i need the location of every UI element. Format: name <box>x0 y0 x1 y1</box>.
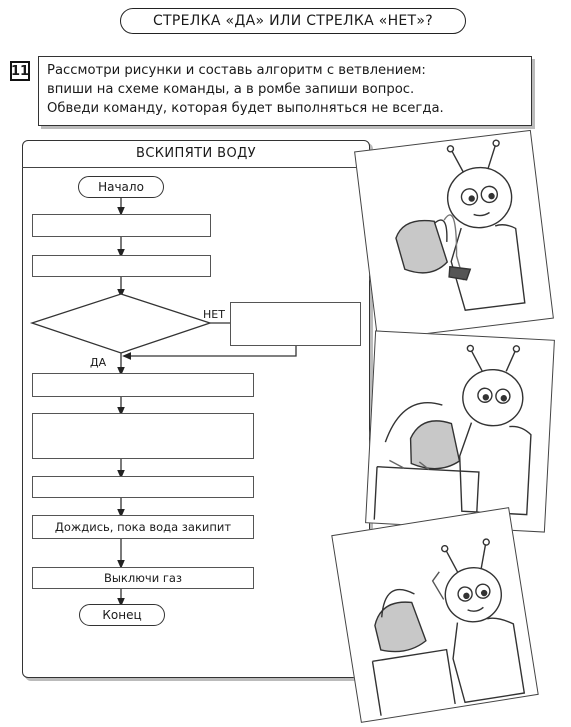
start-terminal: Начало <box>78 176 164 198</box>
instruction-line: впиши на схеме команды, а в ромбе запиши… <box>47 82 415 97</box>
flowchart-title: ВСКИПЯТИ ВОДУ <box>136 146 256 161</box>
illustration-turn-on-gas <box>331 507 539 723</box>
command-box-3[interactable] <box>32 373 254 397</box>
worksheet-heading: СТРЕЛКА «ДА» ИЛИ СТРЕЛКА «НЕТ»? <box>120 8 466 34</box>
task-instructions: Рассмотри рисунки и составь алгоритм с в… <box>38 56 532 126</box>
instruction-line: Обведи команду, которая будет выполнятьс… <box>47 101 444 116</box>
no-label: НЕТ <box>203 308 225 321</box>
alien-turning-on-gas-drawing <box>371 538 526 716</box>
command-box-2[interactable] <box>32 255 211 277</box>
alien-putting-kettle-drawing <box>373 344 532 526</box>
instruction-line: Рассмотри рисунки и составь алгоритм с в… <box>47 63 426 78</box>
command-box-4[interactable] <box>32 413 254 459</box>
command-box-1[interactable] <box>32 214 211 237</box>
yes-label: ДА <box>90 356 107 369</box>
no-branch-return <box>122 345 297 360</box>
conditional-command-box[interactable] <box>230 302 361 346</box>
decision-diamond[interactable] <box>29 293 213 354</box>
illustration-pour-water <box>354 129 554 341</box>
task-number: 11 <box>10 61 30 81</box>
command-box-5[interactable] <box>32 476 254 498</box>
title-divider <box>22 167 370 168</box>
end-terminal: Конец <box>79 604 165 626</box>
alien-pouring-kettle-drawing <box>395 139 526 311</box>
illustration-put-on-stove <box>365 330 555 533</box>
turn-off-gas-box: Выключи газ <box>32 567 254 589</box>
wait-step-box: Дождись, пока вода закипит <box>32 515 254 539</box>
